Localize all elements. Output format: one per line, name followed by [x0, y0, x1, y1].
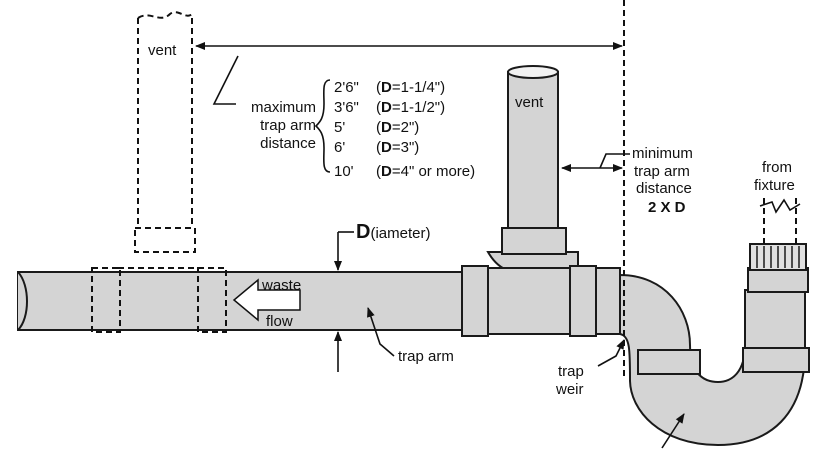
distance-row: 2'6"(D=1-1/4")	[334, 79, 445, 96]
diameter-label: D(iameter)	[356, 221, 430, 243]
tee-fitting	[461, 227, 621, 337]
distance-row: 5'(D=2")	[334, 119, 419, 136]
waste-flow-arrow-icon	[232, 278, 301, 322]
min-distance-label: distance	[636, 180, 692, 197]
max-trap-arm-label: trap arm	[260, 117, 316, 134]
distance-row: 10'(D=4" or more)	[334, 163, 475, 180]
p-trap	[619, 243, 810, 447]
from-label: from	[762, 159, 792, 176]
trap-label: trap	[558, 363, 584, 380]
right-vent-pipe	[507, 65, 559, 243]
flow-label: flow	[266, 313, 293, 330]
trap-arm-pointer	[367, 307, 395, 357]
maximum-leader-line	[212, 55, 239, 105]
minimum-leader-line	[599, 153, 630, 169]
distance-row: 3'6"(D=1-1/2")	[334, 99, 445, 116]
fixture-dashed	[759, 198, 801, 244]
trap-pointer	[661, 413, 685, 449]
two-x-d-label: 2 X D	[648, 199, 686, 216]
left-vent-dashed	[91, 11, 227, 333]
maximum-label: maximum	[251, 99, 316, 116]
trap-arm-pointer-label: trap arm	[398, 348, 454, 365]
fixture-label: fixture	[754, 177, 795, 194]
distance-row: 6'(D=3")	[334, 139, 419, 156]
waste-label: waste	[261, 277, 301, 294]
weir-label: weir	[555, 381, 584, 398]
brace-icon	[314, 79, 331, 173]
distance-list: 2'6"(D=1-1/4") 3'6"(D=1-1/2") 5'(D=2") 6…	[334, 79, 475, 180]
minimum-label: minimum	[632, 145, 693, 162]
min-trap-arm-label: trap arm	[634, 163, 690, 180]
trap-weir-pointer	[597, 339, 625, 367]
vent-left-label: vent	[148, 42, 177, 59]
vent-right-label: vent	[515, 94, 544, 111]
max-distance-label: distance	[260, 135, 316, 152]
